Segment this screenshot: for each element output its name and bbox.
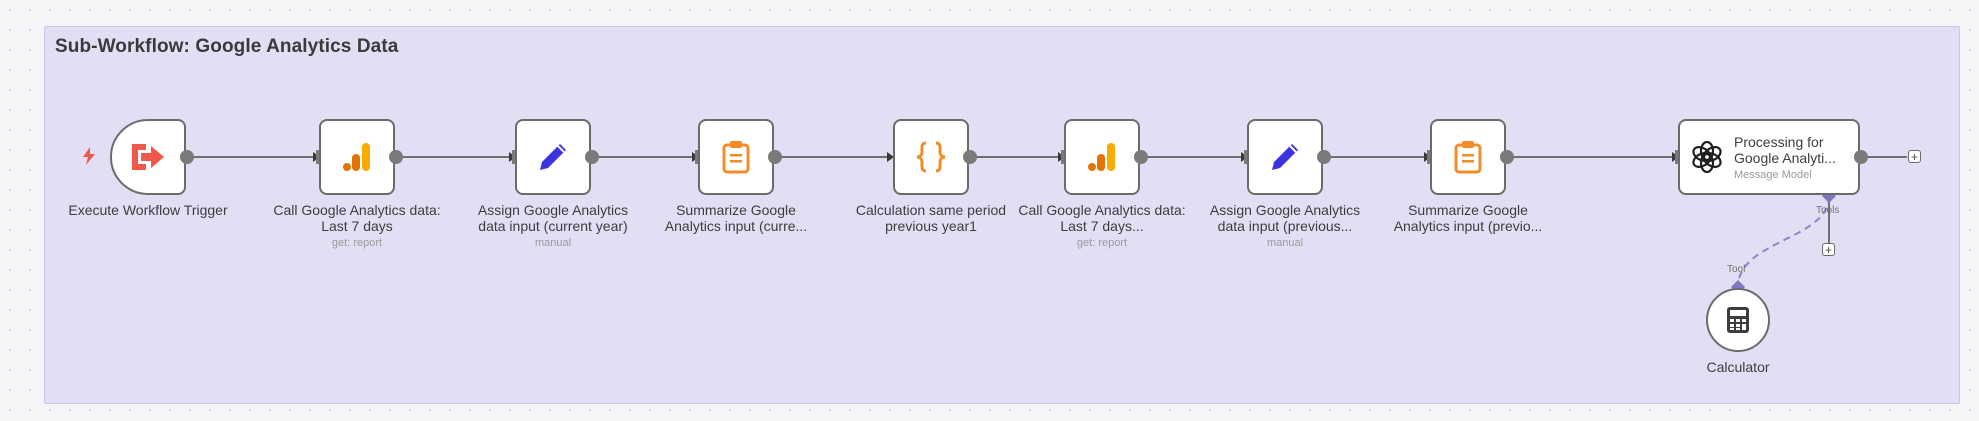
trigger-bolt-icon (82, 147, 96, 170)
node-subtitle: manual (534, 237, 572, 249)
node-execute-workflow-trigger[interactable] (110, 119, 186, 195)
input-handle[interactable] (316, 150, 321, 164)
openai-icon (1690, 140, 1724, 174)
tool-connector (1737, 195, 1830, 288)
output-handle[interactable] (1134, 150, 1148, 164)
node-label: Summarize Google Analytics input (previo… (1393, 202, 1543, 234)
node-label: Call Google Analytics data: Last 7 days (273, 202, 441, 234)
google-analytics-icon (1087, 141, 1117, 173)
llm-node-title: Processing for Google Analyti... (1734, 133, 1836, 166)
output-handle[interactable] (389, 150, 403, 164)
node-calculation-previous-year[interactable] (893, 119, 969, 195)
tools-port-label: Tools (1816, 205, 1840, 216)
node-label: Summarize Google Analytics input (curre.… (664, 202, 808, 234)
node-label: Assign Google Analytics data input (curr… (477, 202, 629, 234)
input-handle[interactable] (512, 150, 517, 164)
tool-label: Calculator (1706, 359, 1770, 375)
sticky-title: Sub-Workflow: Google Analytics Data (55, 36, 399, 57)
node-label: Assign Google Analytics data input (prev… (1209, 202, 1361, 234)
input-handle[interactable] (695, 150, 700, 164)
node-label: Calculation same period previous year1 (855, 202, 1007, 234)
output-handle[interactable] (768, 150, 782, 164)
arrow-head (887, 152, 894, 162)
sticky-note[interactable]: Sub-Workflow: Google Analytics Data (44, 26, 1960, 404)
node-summarize-current[interactable] (698, 119, 774, 195)
node-call-google-analytics-1[interactable] (319, 119, 395, 195)
llm-node-text: Processing for Google Analyti... Message… (1734, 134, 1846, 181)
input-handle[interactable] (1427, 150, 1432, 164)
output-handle[interactable] (1500, 150, 1514, 164)
node-label: Execute Workflow Trigger (68, 202, 228, 218)
node-summarize-previous[interactable] (1430, 119, 1506, 195)
input-handle[interactable] (1244, 150, 1249, 164)
llm-node-subtitle: Message Model (1734, 168, 1812, 181)
node-assign-previous-year[interactable] (1247, 119, 1323, 195)
pencil-icon (536, 140, 570, 174)
node-subtitle: get: report (331, 237, 383, 249)
node-subtitle: manual (1266, 237, 1304, 249)
tool-port-label: Tool (1727, 264, 1746, 275)
input-handle[interactable] (1675, 150, 1680, 164)
clipboard-icon (721, 140, 751, 174)
node-subtitle: get: report (1076, 237, 1128, 249)
output-handle[interactable] (585, 150, 599, 164)
output-handle[interactable] (1854, 150, 1868, 164)
output-handle[interactable] (180, 150, 194, 164)
node-assign-current-year[interactable] (515, 119, 591, 195)
node-processing-google-analytics[interactable]: Processing for Google Analyti... Message… (1678, 119, 1860, 195)
node-call-google-analytics-2[interactable] (1064, 119, 1140, 195)
pencil-icon (1268, 140, 1302, 174)
code-braces-icon (914, 140, 948, 174)
node-calculator[interactable] (1706, 288, 1770, 352)
add-node-button[interactable]: + (1908, 150, 1921, 163)
input-handle[interactable] (1061, 150, 1066, 164)
node-label: Call Google Analytics data: Last 7 days.… (1018, 202, 1186, 234)
output-handle[interactable] (963, 150, 977, 164)
calculator-icon (1727, 307, 1749, 333)
clipboard-icon (1453, 140, 1483, 174)
google-analytics-icon (342, 141, 372, 173)
add-tool-button[interactable]: + (1822, 243, 1835, 256)
execute-workflow-icon (129, 141, 167, 173)
output-handle[interactable] (1317, 150, 1331, 164)
